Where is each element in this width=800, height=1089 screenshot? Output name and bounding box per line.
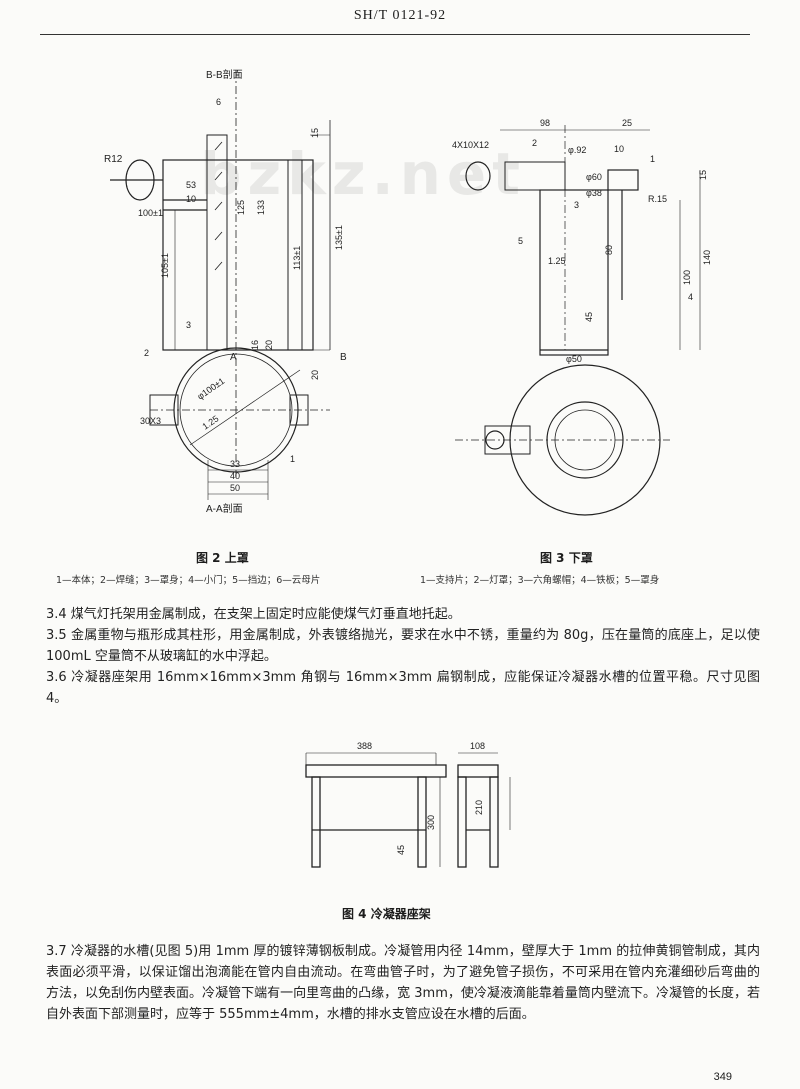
fig2-label-135: 135±1 <box>334 225 344 250</box>
fig2-label-15: 15 <box>310 128 320 138</box>
paragraphs-3-4-to-3-6: 3.4 煤气灯托架用金属制成，在支架上固定时应能使煤气灯垂直地托起。 3.5 金… <box>46 604 760 709</box>
fig2-n3: 3 <box>186 320 191 330</box>
fig3-label-d60: φ60 <box>586 172 602 182</box>
fig4-label-388: 388 <box>357 741 372 751</box>
fig2-section-top: B-B剖面 <box>206 68 243 81</box>
paragraph-3-6: 3.6 冷凝器座架用 16mm×16mm×3mm 角钢与 16mm×3mm 扁钢… <box>46 670 760 706</box>
fig2-label-30x3: 30X3 <box>140 416 161 426</box>
header-rule <box>40 34 750 35</box>
fig3-n3: 3 <box>574 200 579 210</box>
fig3-label-d38: φ38 <box>586 188 602 198</box>
fig2-section-bottom: A-A剖面 <box>206 502 243 515</box>
figure-2-legend: 1—本体；2—焊缝；3—罩身；4—小门；5—挡边；6—云母片 <box>56 575 321 586</box>
page-header: SH/T 0121-92 <box>353 8 447 23</box>
paragraph-3-7: 3.7 冷凝器的水槽(见图 5)用 1mm 厚的镀锌薄钢板制成。冷凝管用内径 1… <box>46 941 760 1025</box>
fig2-label-33: 33 <box>230 459 240 469</box>
fig2-label-20b: 20 <box>310 370 320 380</box>
fig3-label-d92: φ.92 <box>568 145 586 155</box>
fig2-n6: 6 <box>216 97 221 107</box>
fig3-label-100: 100 <box>682 270 692 285</box>
fig3-label-25: 25 <box>622 118 632 128</box>
figure-2-drawing: B-B剖面 R12 53 100±1 10 105±1 125 133 113±… <box>104 68 347 515</box>
figure-3-drawing: 98 25 4X10X12 φ.92 φ60 φ38 10 15 R.15 1.… <box>452 118 712 516</box>
fig3-n4: 4 <box>688 292 693 302</box>
figure-3-legend: 1—支持片；2—灯罩；3—六角螺帽；4—铁板；5—罩身 <box>420 575 660 586</box>
fig2-label-53: 53 <box>186 180 196 190</box>
page-number: 349 <box>713 1071 732 1083</box>
figure-2-caption: 图 2 上罩 <box>196 551 249 565</box>
fig2-n2: 2 <box>144 348 149 358</box>
figure-4-caption: 图 4 冷凝器座架 <box>342 907 431 921</box>
fig4-label-45: 45 <box>396 845 406 855</box>
fig4-label-210: 210 <box>474 800 484 815</box>
fig2-label-133: 133 <box>256 200 266 215</box>
fig3-label-125: 1.25 <box>548 256 566 266</box>
fig3-label-d50: φ50 <box>566 354 582 364</box>
fig4-label-108: 108 <box>470 741 485 751</box>
fig2-label-113: 113±1 <box>292 246 302 270</box>
fig3-label-10: 10 <box>614 144 624 154</box>
fig3-label-r15: R.15 <box>648 194 667 204</box>
fig3-label-4x10: 4X10X12 <box>452 140 489 150</box>
paragraph-3-7-text: 3.7 冷凝器的水槽(见图 5)用 1mm 厚的镀锌薄钢板制成。冷凝管用内径 1… <box>46 944 760 1022</box>
fig3-n2: 2 <box>532 138 537 148</box>
fig2-label-125: 125 <box>236 200 246 215</box>
fig2-label-40: 40 <box>230 471 240 481</box>
fig3-label-98: 98 <box>540 118 550 128</box>
fig3-label-45: 45 <box>584 312 594 322</box>
paragraph-3-4: 3.4 煤气灯托架用金属制成，在支架上固定时应能使煤气灯垂直地托起。 <box>46 607 461 622</box>
fig2-label-10: 10 <box>186 194 196 204</box>
fig3-label-15: 15 <box>698 170 708 180</box>
fig2-letter-a: A <box>230 352 237 363</box>
fig2-label-100: 100±1 <box>138 208 163 218</box>
fig2-label-50: 50 <box>230 483 240 493</box>
fig3-n5: 5 <box>518 236 523 246</box>
fig2-letter-b: B <box>340 352 347 363</box>
fig2-n1: 1 <box>290 454 295 464</box>
fig2-label-r12: R12 <box>104 154 123 165</box>
paragraph-3-5: 3.5 金属重物与瓶形成其柱形，用金属制成，外表镀络抛光，要求在水中不锈，重量约… <box>46 628 760 664</box>
fig3-n1: 1 <box>650 154 655 164</box>
fig2-label-16: 16 <box>250 340 260 350</box>
fig2-label-20: 20 <box>264 340 274 350</box>
fig3-label-140: 140 <box>702 250 712 265</box>
figure-3-caption: 图 3 下罩 <box>540 551 593 565</box>
fig4-label-300: 300 <box>426 815 436 830</box>
figure-4-drawing: 388 108 300 210 45 <box>305 741 511 868</box>
fig2-label-105: 105±1 <box>160 253 170 278</box>
fig3-label-80: 80 <box>604 245 614 255</box>
